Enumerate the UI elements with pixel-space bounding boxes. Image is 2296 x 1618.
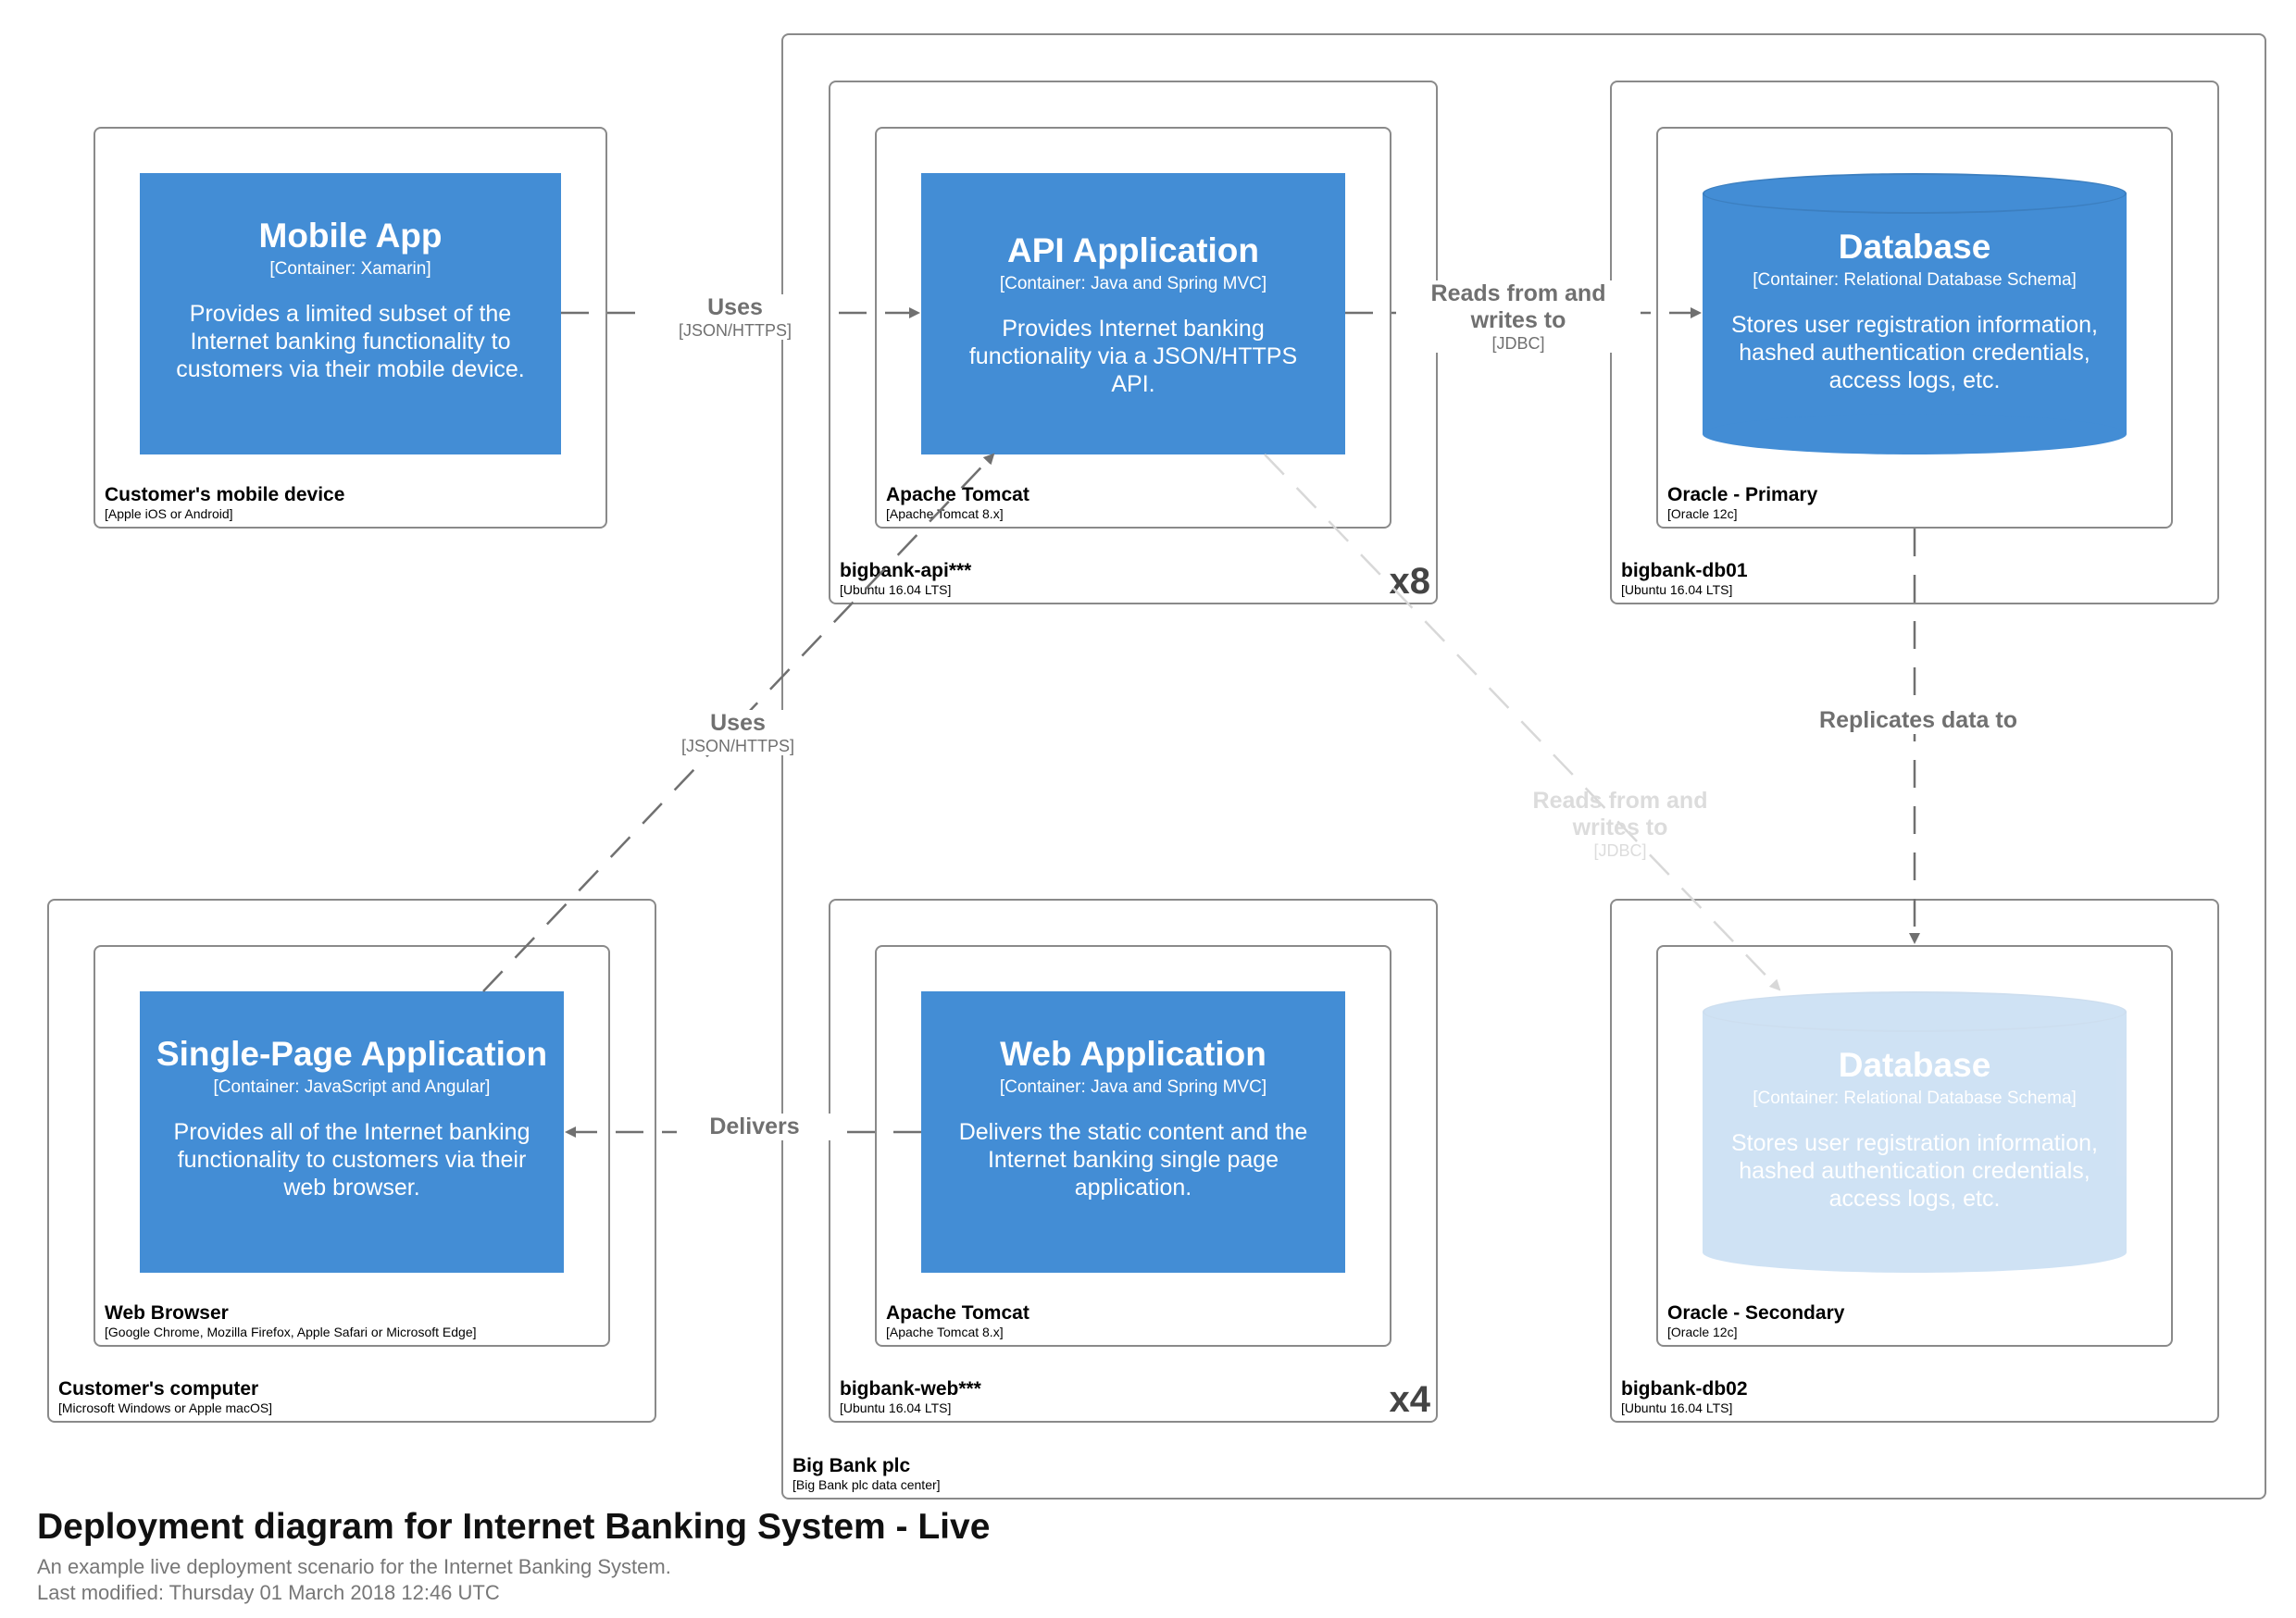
edge-description: Replicates data to [1819, 707, 2017, 733]
container-name: Database [1838, 1046, 1991, 1084]
container-description: Provides a limited subset of the Interne… [176, 300, 525, 382]
node-label: Big Bank plc [Big Bank plc data center] [792, 1455, 941, 1492]
node-label: bigbank-db02 [Ubuntu 16.04 LTS] [1621, 1378, 1748, 1415]
edge-description: Reads from and writes to [1430, 280, 1606, 333]
edge-technology: [JSON/HTTPS] [680, 736, 794, 755]
node-name: Oracle - Secondary [1667, 1301, 1845, 1324]
edge-api-reads-db-secondary [1264, 454, 1781, 991]
container-description: Provides Internet banking functionality … [968, 315, 1298, 397]
node-apache-tomcat-web: Apache Tomcat [Apache Tomcat 8.x] [875, 945, 1391, 1347]
container-mobile-app[interactable]: Mobile App [Container: Xamarin] Provides… [140, 173, 561, 454]
node-big-bank-plc: Big Bank plc [Big Bank plc data center] [781, 33, 2266, 1500]
container-description: Stores user registration information, ha… [1730, 311, 2098, 393]
node-technology: [Apache Tomcat 8.x] [886, 1324, 1004, 1339]
instance-count: x8 [1389, 561, 1431, 602]
container-database-primary[interactable]: Database [Container: Relational Database… [1703, 173, 2127, 454]
node-technology: [Apple iOS or Android] [105, 505, 233, 521]
cylinder-top [1703, 991, 2127, 1032]
edge-technology: [JSON/HTTPS] [678, 320, 792, 340]
instance-count: x4 [1389, 1379, 1431, 1420]
container-api-application[interactable]: API Application [Container: Java and Spr… [921, 173, 1345, 454]
node-label: Oracle - Secondary [Oracle 12c] [1667, 1302, 1844, 1339]
node-name: Big Bank plc [792, 1454, 911, 1476]
node-label: Customer's computer [Microsoft Windows o… [58, 1378, 272, 1415]
node-technology: [Big Bank plc data center] [792, 1476, 941, 1492]
node-technology: [Oracle 12c] [1667, 1324, 1738, 1339]
node-name: Web Browser [105, 1301, 229, 1324]
container-web-application[interactable]: Web Application [Container: Java and Spr… [921, 991, 1345, 1273]
container-technology: [Container: Xamarin] [269, 258, 431, 279]
node-name: Customer's computer [58, 1377, 259, 1400]
edge-label-db-replicates: Replicates data to [1791, 707, 2046, 734]
node-name: Apache Tomcat [886, 1301, 1029, 1324]
container-database-secondary[interactable]: Database [Container: Relational Database… [1703, 991, 2127, 1273]
edge-technology: [JDBC] [1491, 333, 1545, 353]
node-label: Apache Tomcat [Apache Tomcat 8.x] [886, 484, 1029, 521]
container-description: Stores user registration information, ha… [1730, 1129, 2098, 1212]
edge-label-spa-uses-api: Uses [JSON/HTTPS] [651, 710, 825, 756]
cylinder-bottom [1703, 1232, 2127, 1273]
container-technology: [Container: Relational Database Schema] [1753, 269, 2077, 290]
container-name: API Application [1006, 231, 1260, 269]
node-label: Customer's mobile device [Apple iOS or A… [105, 484, 344, 521]
cylinder-top [1703, 173, 2127, 214]
node-name: bigbank-db02 [1621, 1377, 1748, 1400]
node-label: Apache Tomcat [Apache Tomcat 8.x] [886, 1302, 1029, 1339]
node-name: Apache Tomcat [886, 483, 1029, 505]
node-name: Customer's mobile device [105, 483, 345, 505]
edge-label-api-reads-db-secondary: Reads from and writes to [JDBC] [1501, 788, 1740, 860]
edge-label-mobile-uses-api: Uses [JSON/HTTPS] [648, 294, 822, 341]
node-technology: [Ubuntu 16.04 LTS] [1621, 1400, 1733, 1415]
node-oracle-primary: Oracle - Primary [Oracle 12c] [1656, 127, 2173, 529]
node-technology: [Ubuntu 16.04 LTS] [840, 1400, 952, 1415]
cylinder-body [1703, 1012, 2127, 1252]
node-name: bigbank-web*** [840, 1377, 981, 1400]
node-name: bigbank-db01 [1621, 559, 1748, 581]
container-name: Single-Page Application [156, 1035, 548, 1073]
edge-description: Reads from and writes to [1532, 788, 1708, 840]
container-single-page-application[interactable]: Single-Page Application [Container: Java… [140, 991, 564, 1273]
node-bigbank-web: bigbank-web*** [Ubuntu 16.04 LTS] x4 [829, 899, 1438, 1423]
edge-description: Uses [707, 294, 763, 320]
node-label: bigbank-web*** [Ubuntu 16.04 LTS] [840, 1378, 981, 1415]
node-label: Oracle - Primary [Oracle 12c] [1667, 484, 1817, 521]
edge-technology: [JDBC] [1593, 840, 1647, 860]
edge-description: Uses [710, 710, 766, 736]
container-technology: [Container: JavaScript and Angular] [213, 1077, 491, 1097]
node-oracle-secondary: Oracle - Secondary [Oracle 12c] [1656, 945, 2173, 1347]
node-customers-computer: Customer's computer [Microsoft Windows o… [47, 899, 656, 1423]
node-technology: [Oracle 12c] [1667, 505, 1738, 521]
diagram-title: Deployment diagram for Internet Banking … [37, 1507, 991, 1547]
node-web-browser: Web Browser [Google Chrome, Mozilla Fire… [94, 945, 610, 1347]
container-text: Database [Container: Relational Database… [1703, 1046, 2127, 1213]
container-technology: [Container: Relational Database Schema] [1753, 1088, 2077, 1108]
container-description: Delivers the static content and the Inte… [958, 1118, 1308, 1201]
edge-description: Delivers [709, 1114, 800, 1139]
node-technology: [Google Chrome, Mozilla Firefox, Apple S… [105, 1324, 477, 1339]
cylinder-bottom [1703, 414, 2127, 454]
node-apache-tomcat-api: Apache Tomcat [Apache Tomcat 8.x] [875, 127, 1391, 529]
container-name: Database [1838, 228, 1991, 266]
node-technology: [Ubuntu 16.04 LTS] [1621, 581, 1733, 597]
container-name: Mobile App [258, 217, 443, 255]
cylinder-body [1703, 193, 2127, 434]
container-technology: [Container: Java and Spring MVC] [999, 1077, 1267, 1097]
edge-label-api-reads-db-primary: Reads from and writes to [JDBC] [1396, 280, 1641, 354]
diagram-last-modified: Last modified: Thursday 01 March 2018 12… [37, 1581, 500, 1604]
node-technology: [Apache Tomcat 8.x] [886, 505, 1004, 521]
diagram-description: An example live deployment scenario for … [37, 1555, 671, 1578]
node-name: bigbank-api*** [840, 559, 972, 581]
edge-label-web-delivers-spa: Delivers [677, 1114, 832, 1140]
container-technology: [Container: Java and Spring MVC] [999, 273, 1267, 293]
node-label: bigbank-db01 [Ubuntu 16.04 LTS] [1621, 560, 1748, 597]
container-text: Database [Container: Relational Database… [1703, 228, 2127, 394]
node-customers-mobile-device: Customer's mobile device [Apple iOS or A… [94, 127, 607, 529]
container-name: Web Application [1000, 1035, 1267, 1073]
node-name: Oracle - Primary [1667, 483, 1818, 505]
node-label: Web Browser [Google Chrome, Mozilla Fire… [105, 1302, 477, 1339]
container-description: Provides all of the Internet banking fun… [173, 1118, 530, 1201]
node-technology: [Microsoft Windows or Apple macOS] [58, 1400, 273, 1415]
